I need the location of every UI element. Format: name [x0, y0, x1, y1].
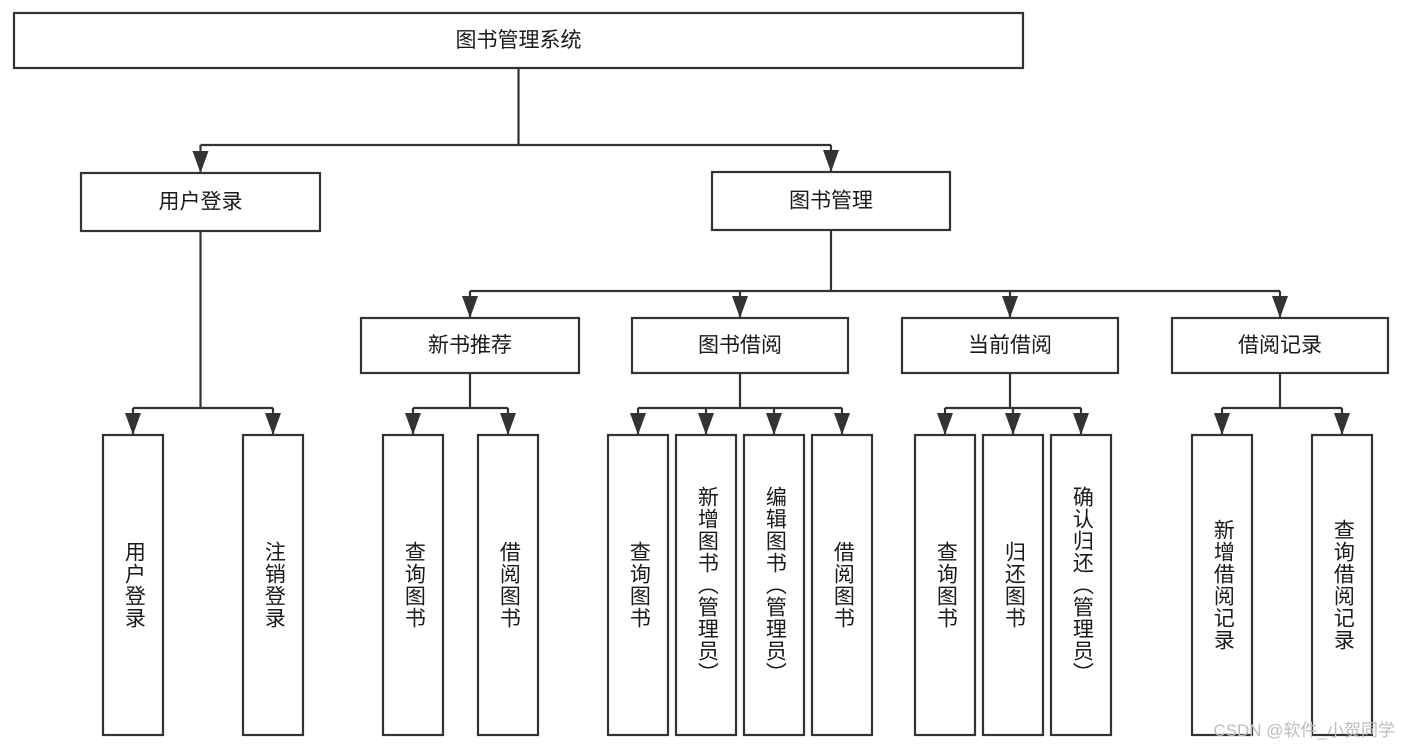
node-box[interactable]	[1190, 433, 1254, 737]
arrow-head	[732, 296, 748, 318]
node-leaf3[interactable]	[381, 433, 445, 737]
node-box[interactable]	[630, 316, 850, 375]
node-leaf6[interactable]	[674, 433, 738, 737]
node-box[interactable]	[101, 433, 165, 737]
arrow-head	[1005, 413, 1021, 435]
node-leaf12[interactable]	[1190, 433, 1254, 737]
arrow-head	[500, 413, 516, 435]
node-root[interactable]	[12, 11, 1025, 70]
node-box[interactable]	[606, 433, 670, 737]
arrow-head	[1272, 296, 1288, 318]
arrow-head	[1073, 413, 1089, 435]
node-current[interactable]	[900, 316, 1120, 375]
node-box[interactable]	[1310, 433, 1374, 737]
arrow-head	[834, 413, 850, 435]
arrow-head	[462, 296, 478, 318]
node-leaf1[interactable]	[101, 433, 165, 737]
node-label: 图书借阅	[698, 334, 782, 357]
node-box[interactable]	[742, 433, 806, 737]
node-box[interactable]	[674, 433, 738, 737]
node-box[interactable]	[381, 433, 445, 737]
node-leaf4[interactable]	[476, 433, 540, 737]
arrow-head	[937, 413, 953, 435]
node-leaf2[interactable]	[241, 433, 305, 737]
node-box[interactable]	[981, 433, 1045, 737]
node-box[interactable]	[1049, 433, 1113, 737]
arrow-head	[192, 151, 209, 173]
arrow-head	[823, 150, 839, 172]
node-label: 当前借阅	[968, 334, 1052, 357]
arrow-head	[698, 413, 714, 435]
node-box[interactable]	[710, 170, 952, 232]
node-leaf9[interactable]	[913, 433, 977, 737]
node-box[interactable]	[900, 316, 1120, 375]
node-leaf11[interactable]	[1049, 433, 1113, 737]
node-borrow[interactable]	[630, 316, 850, 375]
node-leaf7[interactable]	[742, 433, 806, 737]
node-label: 图书管理	[789, 190, 873, 213]
arrow-head	[265, 413, 281, 435]
node-newbook[interactable]	[359, 316, 581, 375]
arrow-head	[1002, 296, 1018, 318]
node-label: 图书管理系统	[456, 29, 582, 52]
arrow-head	[630, 413, 646, 435]
node-leaf13[interactable]	[1310, 433, 1374, 737]
node-box[interactable]	[1170, 316, 1390, 375]
arrow-head	[405, 413, 421, 435]
watermark: CSDN @软件_小贺同学	[1213, 721, 1395, 740]
node-login[interactable]	[79, 171, 322, 233]
arrow-head	[766, 413, 782, 435]
node-records[interactable]	[1170, 316, 1390, 375]
connector-layer	[125, 68, 1350, 435]
node-bookmgmt[interactable]	[710, 170, 952, 232]
arrow-head	[125, 413, 141, 435]
node-box[interactable]	[810, 433, 874, 737]
node-label: 新书推荐	[428, 334, 512, 357]
arrow-head	[1334, 413, 1350, 435]
node-leaf8[interactable]	[810, 433, 874, 737]
node-box[interactable]	[79, 171, 322, 233]
node-box[interactable]	[913, 433, 977, 737]
node-leaf5[interactable]	[606, 433, 670, 737]
node-box[interactable]	[12, 11, 1025, 70]
node-box[interactable]	[241, 433, 305, 737]
node-label: 借阅记录	[1238, 334, 1322, 357]
node-leaf10[interactable]	[981, 433, 1045, 737]
node-label: 用户登录	[159, 191, 243, 214]
node-box[interactable]	[476, 433, 540, 737]
arrow-head	[1214, 413, 1230, 435]
node-box[interactable]	[359, 316, 581, 375]
